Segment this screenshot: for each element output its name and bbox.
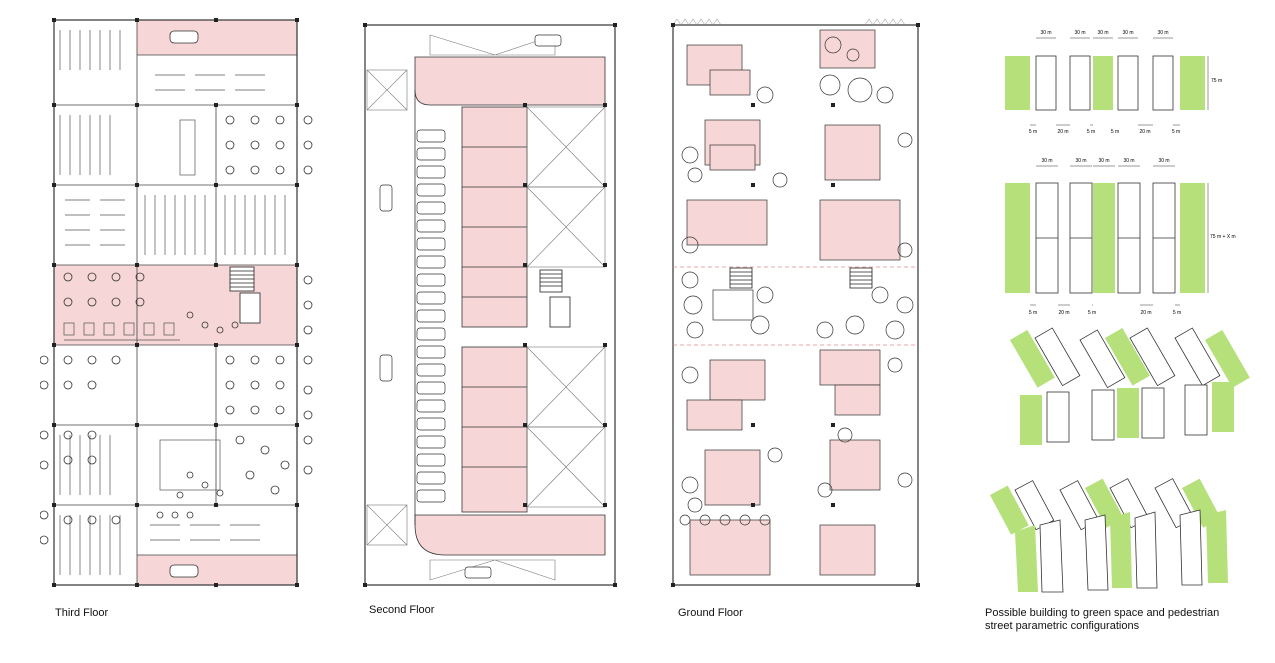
highlight-units-lower — [461, 346, 528, 513]
ground-floor-plan — [671, 18, 920, 587]
gap-label: 5 m — [1111, 129, 1119, 135]
gap-label: 5 m — [1029, 129, 1037, 135]
width-label: 30 m — [1097, 30, 1108, 36]
second-floor-plan — [363, 23, 617, 587]
gap-label: 20 m — [1140, 310, 1151, 316]
caption-ground-floor: Ground Floor — [678, 607, 743, 619]
caption-third-floor: Third Floor — [55, 607, 109, 619]
width-label: 30 m — [1041, 158, 1052, 164]
height-label: 75 m — [1211, 78, 1222, 84]
width-label: 30 m — [1158, 158, 1169, 164]
caption-configurations-line1: Possible building to green space and ped… — [985, 607, 1220, 619]
config-diagram-2: 30 m 30 m 30 m 30 m 30 m 75 m + X m 5 m … — [1005, 158, 1236, 316]
gap-label: 5 m — [1172, 129, 1180, 135]
highlight-large-unit — [819, 199, 901, 261]
highlight-top-ramp — [414, 56, 606, 106]
highlight-cafe-band — [54, 265, 297, 345]
caption-configurations-line2: street parametric configurations — [985, 620, 1140, 632]
gap-label: 5 m — [1173, 310, 1181, 316]
second-floor-outline — [364, 24, 616, 586]
gap-label: 20 m — [1057, 129, 1068, 135]
width-label: 30 m — [1122, 30, 1133, 36]
width-label: 30 m — [1157, 30, 1168, 36]
config-diagram-4 — [990, 478, 1228, 593]
width-label: 30 m — [1098, 158, 1109, 164]
third-floor-plan — [40, 18, 313, 587]
caption-second-floor: Second Floor — [369, 604, 435, 616]
width-label: 30 m — [1040, 30, 1051, 36]
config-diagram-3 — [1010, 327, 1250, 445]
config-diagram-1: 30 m 30 m 30 m 30 m 30 m 75 m 5 m 20 m 5… — [1005, 30, 1222, 135]
gap-label: 5 m — [1087, 129, 1095, 135]
highlight-bottom-parking — [137, 555, 297, 585]
height-label: 75 m + X m — [1210, 234, 1236, 240]
highlight-top-parking — [137, 20, 297, 55]
width-label: 30 m — [1074, 30, 1085, 36]
gap-label: 5 m — [1088, 310, 1096, 316]
highlight-bottom-ramp — [414, 514, 606, 556]
third-floor-outline — [53, 19, 298, 586]
gap-label: 5 m — [1029, 310, 1037, 316]
highlight-units-upper — [461, 106, 528, 328]
gap-label: 20 m — [1058, 310, 1069, 316]
apartment-units — [686, 29, 901, 576]
trees — [679, 36, 914, 526]
gap-label: 20 m — [1139, 129, 1150, 135]
parametric-configurations: 30 m 30 m 30 m 30 m 30 m 75 m 5 m 20 m 5… — [990, 30, 1250, 593]
width-label: 30 m — [1123, 158, 1134, 164]
width-label: 30 m — [1075, 158, 1086, 164]
ground-floor-outline — [672, 24, 919, 586]
